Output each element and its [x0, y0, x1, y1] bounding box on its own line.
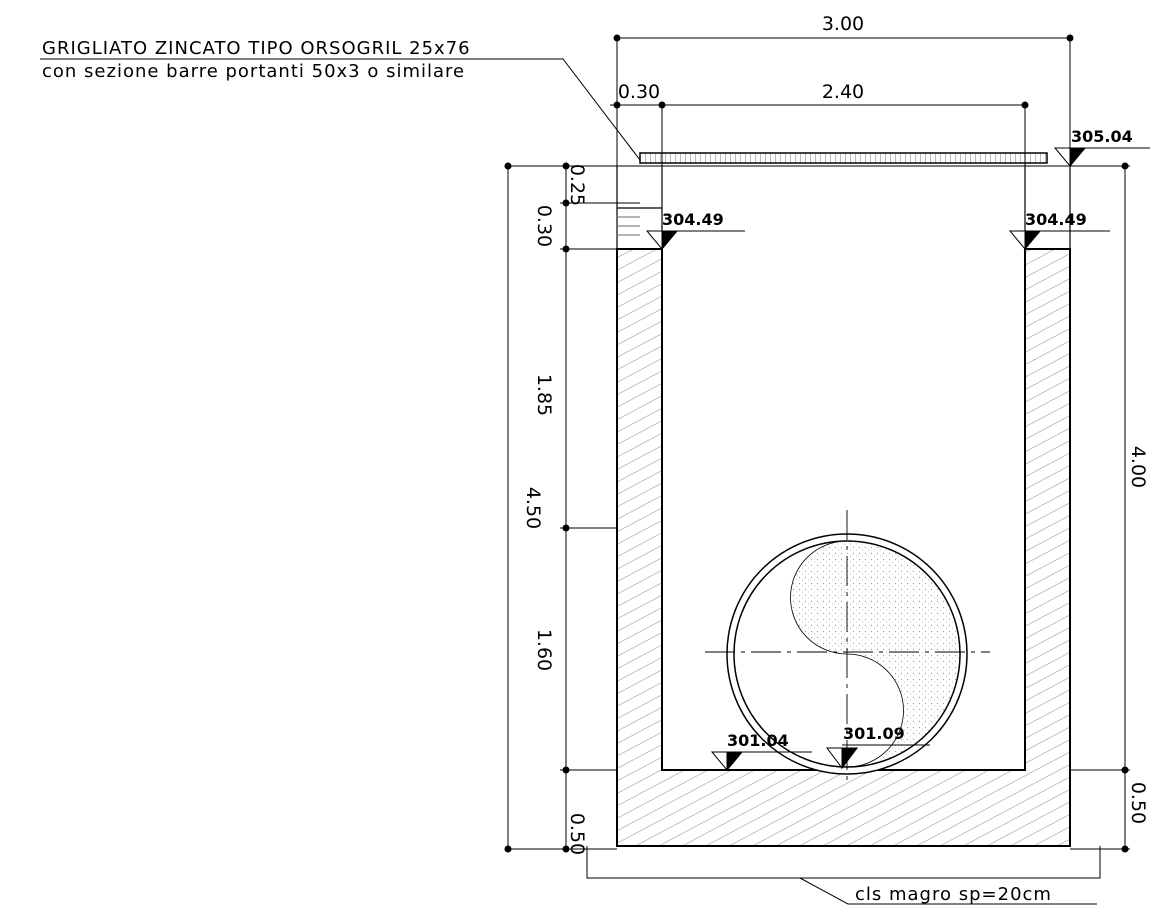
- level-pipe-invert: 301.09: [843, 724, 905, 743]
- level-grating-top: 305.04: [1071, 127, 1133, 146]
- pipe-section: [705, 510, 990, 785]
- dim-grating-gap: 0.25: [566, 164, 588, 206]
- dim-base-right: 0.50: [1127, 782, 1149, 824]
- dim-wall-thickness: 0.30: [618, 81, 660, 103]
- level-wall-top-right: 304.49: [1025, 210, 1087, 229]
- level-wall-top-left: 304.49: [662, 210, 724, 229]
- note-grating-line1: GRIGLIATO ZINCATO TIPO ORSOGRIL 25x76: [42, 38, 471, 59]
- top-recess-lines: [616, 166, 1071, 249]
- note-lean-concrete: cls magro sp=20cm: [855, 884, 1052, 905]
- dim-top-recess: 0.30: [533, 205, 555, 247]
- dim-overall-width: 3.00: [822, 13, 864, 35]
- level-floor: 301.04: [727, 731, 789, 750]
- dim-base-left: 0.50: [566, 813, 588, 855]
- dim-inner-width: 2.40: [822, 81, 864, 103]
- dimension-lines: [504, 34, 1130, 853]
- dim-total-height: 4.50: [522, 487, 544, 529]
- dim-upper-height: 1.85: [533, 374, 555, 416]
- note-grating-line2: con sezione barre portanti 50x3 o simila…: [42, 61, 465, 82]
- leader-lines: [40, 58, 1097, 905]
- grating-panel: [639, 152, 1048, 164]
- level-markers: [645, 147, 1150, 772]
- dim-wall-height: 4.00: [1127, 446, 1149, 488]
- lean-concrete-outline: [586, 846, 1101, 879]
- dim-lower-height: 1.60: [533, 629, 555, 671]
